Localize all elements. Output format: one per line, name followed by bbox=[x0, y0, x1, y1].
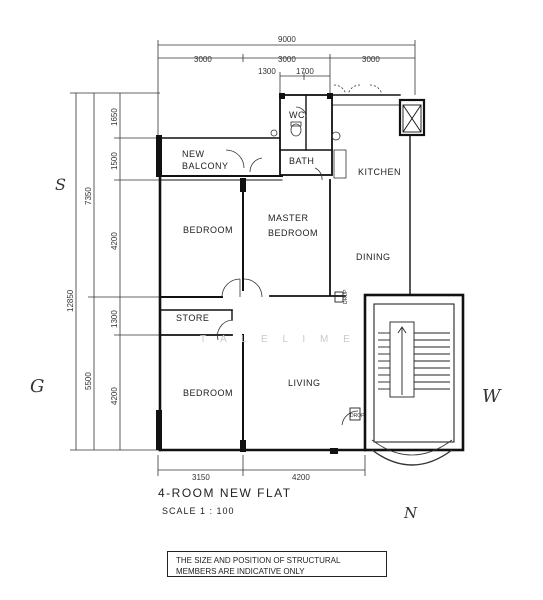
bottom-dimension-lines bbox=[157, 455, 366, 476]
structural-note: THE SIZE AND POSITION OF STRUCTURAL MEMB… bbox=[167, 551, 387, 577]
dim-bottom-1: 3150 bbox=[192, 473, 210, 482]
dim-overall-depth: 12850 bbox=[66, 289, 75, 312]
dim-left-outer-2: 5500 bbox=[84, 372, 93, 390]
dim-top-1: 3000 bbox=[194, 55, 212, 64]
handwritten-left-mid: G bbox=[30, 376, 44, 397]
label-kitchen: KITCHEN bbox=[358, 167, 401, 177]
label-master-1: MASTER bbox=[268, 213, 309, 223]
dim-top-sub-1: 1300 bbox=[258, 67, 276, 76]
handwritten-bottom: N bbox=[403, 504, 418, 522]
label-new-balcony-2: BALCONY bbox=[182, 161, 229, 171]
equipment-boxes bbox=[334, 291, 361, 421]
structural-columns bbox=[156, 93, 338, 454]
label-bedroom-bottom: BEDROOM bbox=[183, 388, 233, 398]
door-swings bbox=[217, 84, 453, 466]
label-wc: WC bbox=[289, 110, 305, 120]
dim-top-sub-2: 1700 bbox=[296, 67, 314, 76]
note-line-1: THE SIZE AND POSITION OF STRUCTURAL bbox=[176, 556, 341, 565]
label-drop-1: DROP bbox=[343, 289, 349, 304]
top-dimension-lines bbox=[157, 40, 416, 138]
label-master-2: BEDROOM bbox=[268, 228, 318, 238]
plan-scale: SCALE 1 : 100 bbox=[162, 506, 235, 516]
dim-top-3: 3000 bbox=[362, 55, 380, 64]
dim-bottom-2: 4200 bbox=[292, 473, 310, 482]
left-dimension-lines bbox=[70, 92, 160, 451]
label-bedroom-top: BEDROOM bbox=[183, 225, 233, 235]
dim-overall-width: 9000 bbox=[278, 35, 296, 44]
note-line-2: MEMBERS ARE INDICATIVE ONLY bbox=[176, 567, 305, 576]
label-new-balcony-1: NEW bbox=[182, 149, 205, 159]
sanitary-fixtures bbox=[270, 121, 347, 179]
walls bbox=[158, 94, 465, 452]
label-bath: BATH bbox=[289, 156, 314, 166]
label-dining: DINING bbox=[356, 252, 391, 262]
dim-left-inner-2: 1500 bbox=[110, 152, 119, 170]
dim-left-inner-3: 4200 bbox=[110, 232, 119, 250]
lift-shaft bbox=[402, 104, 422, 133]
staircase bbox=[378, 321, 450, 398]
plan-title: 4-ROOM NEW FLAT bbox=[158, 486, 292, 500]
label-store: STORE bbox=[176, 313, 209, 323]
dim-left-inner-5: 4200 bbox=[110, 387, 119, 405]
handwritten-right: W bbox=[482, 386, 502, 407]
dim-left-outer-1: 7350 bbox=[84, 187, 93, 205]
dim-top-2: 3000 bbox=[278, 55, 296, 64]
watermark: T A L E L I M E bbox=[200, 334, 356, 345]
handwritten-left-top: S bbox=[55, 175, 66, 194]
label-living: LIVING bbox=[288, 378, 321, 388]
dim-left-inner-1: 1650 bbox=[110, 108, 119, 126]
dim-left-inner-4: 1300 bbox=[110, 310, 119, 328]
label-drop-2: DROP bbox=[350, 413, 365, 419]
